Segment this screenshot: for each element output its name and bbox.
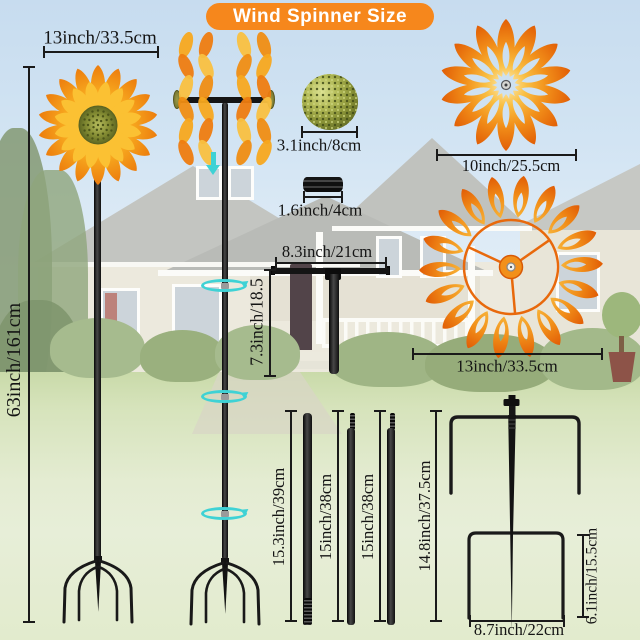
down-arrow-tip-icon xyxy=(206,165,220,175)
pole3-label: 15inch/38cm xyxy=(357,473,377,561)
double-wheel-spinner-blades xyxy=(178,32,272,166)
pole2-dimline xyxy=(332,410,344,622)
pole-segment-1-threads xyxy=(303,598,312,624)
left-height-dimline xyxy=(23,66,35,623)
ground-stake-5-prong xyxy=(449,395,581,631)
left-spinner-ground-stake xyxy=(62,556,134,624)
pole-segment-3 xyxy=(387,428,395,625)
bush-2 xyxy=(140,330,225,382)
rotation-arrow-icon-3 xyxy=(201,507,247,520)
left-spinner-pole xyxy=(94,123,101,560)
ball-label: 3.1inch/8cm xyxy=(276,135,362,155)
stake-spike-threads xyxy=(508,419,516,429)
stake-height-label: 14.8inch/37.5cm xyxy=(414,460,434,572)
crossbar-width-dimline xyxy=(275,257,387,269)
crossbar-height-dimline xyxy=(264,269,276,377)
left-height-label: 63inch/161cm xyxy=(3,302,25,418)
stake-center-spike xyxy=(508,415,516,631)
stake-height-dimline xyxy=(430,410,442,622)
center-spinner-pole xyxy=(222,102,228,560)
bush-3 xyxy=(215,325,300,380)
page-title: Wind Spinner Size xyxy=(232,5,408,27)
front-door xyxy=(290,264,312,350)
down-arrow-icon xyxy=(211,152,216,165)
crossbar-width-label: 8.3inch/21cm xyxy=(281,241,373,261)
topiary-ball xyxy=(602,292,640,338)
stake-top-pin xyxy=(508,395,516,401)
porch-step-2 xyxy=(262,361,344,369)
left-width-dimline xyxy=(43,46,159,58)
flower10-dimline xyxy=(436,149,577,161)
rotation-arrow-icon-1 xyxy=(201,279,247,292)
left-width-label: 13inch/33.5cm xyxy=(43,27,157,49)
sunflower-spinner-head xyxy=(38,65,158,185)
crossbar-stem xyxy=(329,274,339,374)
spinner-crossbar xyxy=(177,97,272,103)
stake-prong-dimline xyxy=(577,534,589,618)
center-spinner-ground-stake xyxy=(189,558,261,626)
pole1-dimline xyxy=(285,410,297,622)
title-pill: Wind Spinner Size xyxy=(206,3,434,30)
ball-dimline xyxy=(301,126,358,138)
flower-spinner-10in xyxy=(441,19,571,151)
flower-spinner-13in xyxy=(419,175,603,359)
pole-segment-2 xyxy=(347,428,355,625)
tube-label: 1.6inch/4cm xyxy=(277,200,363,220)
pole3-dimline xyxy=(374,410,386,622)
railing-top xyxy=(322,318,472,322)
pole-segment-2-tip xyxy=(350,413,355,430)
porch-step-1 xyxy=(268,352,338,360)
topiary-trunk xyxy=(619,336,624,352)
pole1-label: 15.3inch/39cm xyxy=(268,467,288,567)
topiary-pot xyxy=(608,352,636,382)
stake-lower-prongs xyxy=(467,531,565,620)
stake-prong-label: 6.1inch/15.5cm xyxy=(583,527,601,625)
ball-connector xyxy=(302,74,358,130)
fascia-left xyxy=(28,262,360,267)
flower10-label: 10inch/25.5cm xyxy=(461,155,561,175)
porch-post-2 xyxy=(468,246,475,346)
rotation-arrow-icon-2 xyxy=(201,390,247,403)
stake-neck xyxy=(509,406,516,416)
pole-segment-1 xyxy=(303,413,312,625)
pole2-label: 15inch/38cm xyxy=(315,473,335,561)
window-upper-2 xyxy=(228,166,254,200)
stake-width-label: 8.7inch/22cm xyxy=(473,619,565,639)
ball-texture xyxy=(302,74,358,130)
flower13-label: 13inch/33.5cm xyxy=(456,356,558,376)
tube-connector xyxy=(303,177,343,192)
pole-segment-3-tip xyxy=(390,413,395,430)
stake-width-dimline xyxy=(469,615,565,627)
flower13-dimline xyxy=(412,348,603,360)
gable-fascia xyxy=(332,226,532,231)
crossbar-height-label: 7.3inch/18.5 xyxy=(246,278,267,366)
tube-dimline xyxy=(303,191,343,203)
porch-post-1 xyxy=(316,232,323,344)
